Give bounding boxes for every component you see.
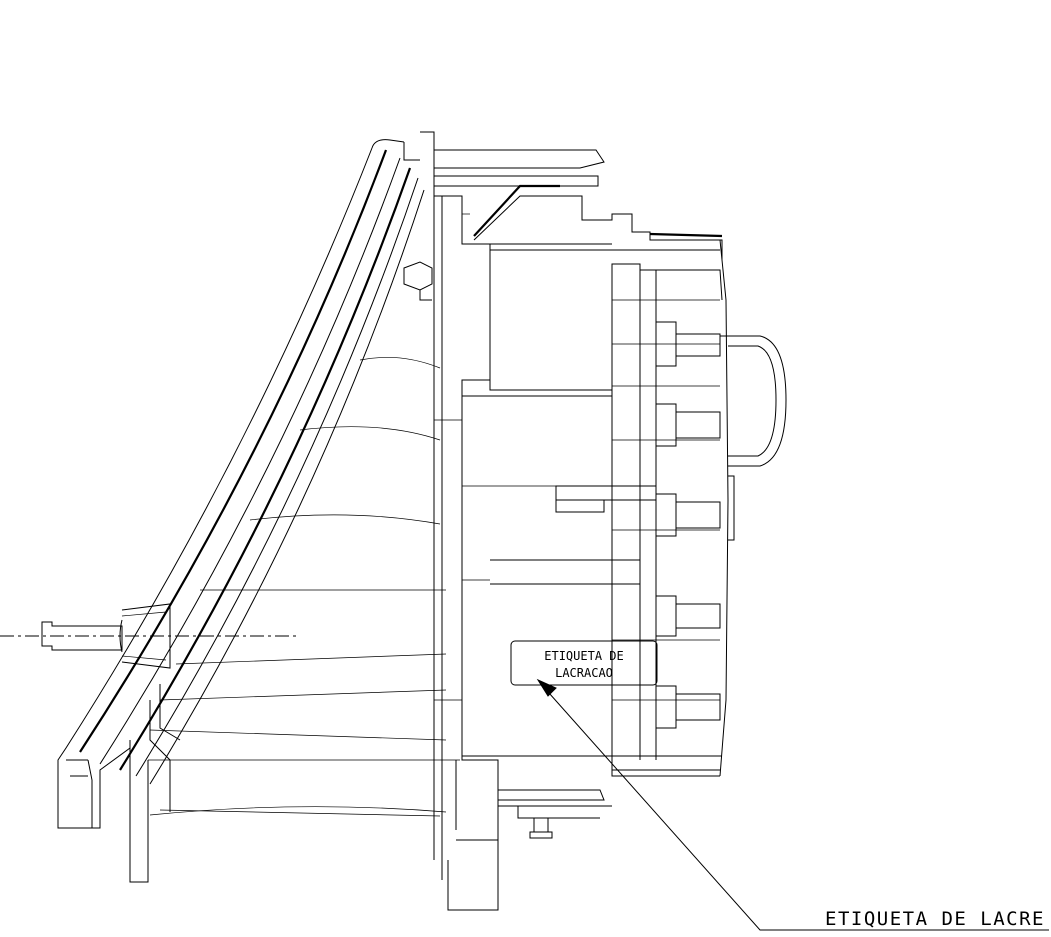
bottom-bracket (498, 789, 612, 839)
outer-label: ETIQUETA DE LACRE (825, 908, 1045, 930)
connector-pins (555, 321, 721, 729)
inner-label-line1: ETIQUETA DE (544, 649, 623, 663)
main-body (462, 263, 723, 760)
shaft (41, 603, 171, 669)
mounting-plate (403, 131, 499, 911)
leader-arrowhead (536, 678, 557, 697)
front-bezel (57, 139, 460, 883)
inner-label-line2: LACRACAO (555, 666, 613, 680)
top-bracket (434, 149, 723, 260)
label-etiqueta-lacracao: ETIQUETA DE LACRACAO (510, 640, 658, 686)
housing-cone (149, 357, 447, 741)
leader-line (536, 678, 1049, 931)
rear-cover (611, 239, 787, 777)
